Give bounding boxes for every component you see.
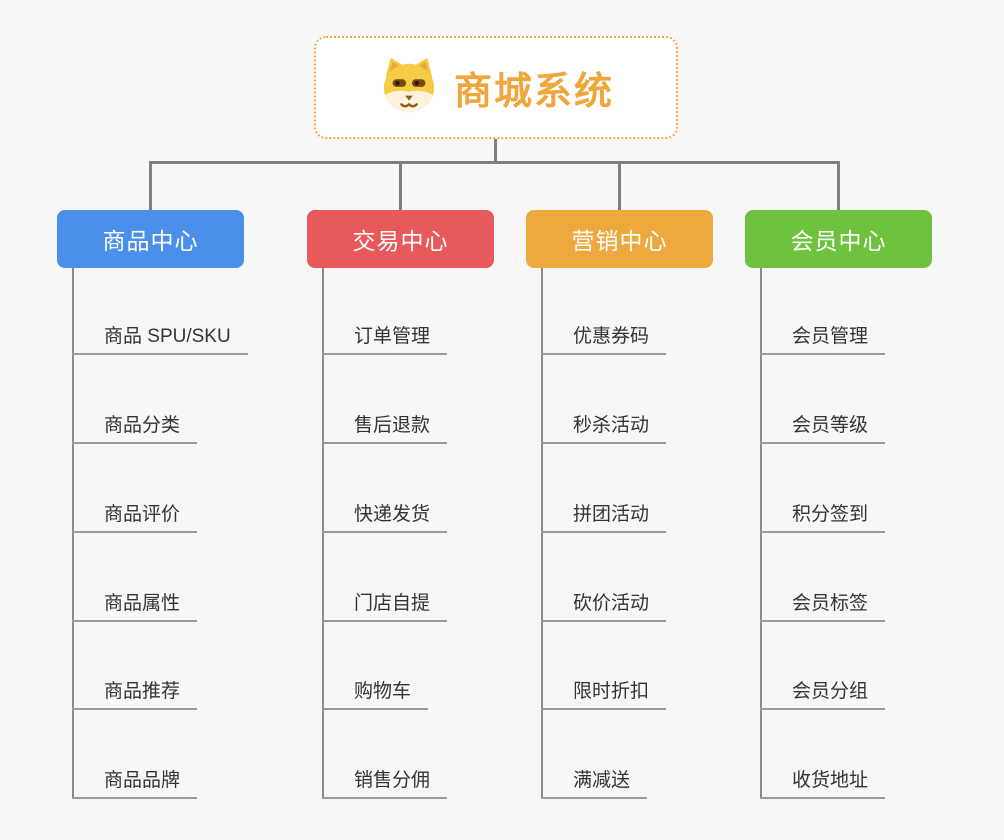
leaf-node[interactable]: 砍价活动 <box>541 584 667 622</box>
leaf-node[interactable]: 会员标签 <box>760 584 886 622</box>
leaf-node[interactable]: 商品 SPU/SKU <box>72 317 248 355</box>
leaf-node[interactable]: 限时折扣 <box>541 672 667 710</box>
connector-root-stub <box>494 139 497 162</box>
leaf-node[interactable]: 门店自提 <box>322 584 448 622</box>
connector-drop-marketing-center <box>618 162 621 210</box>
leaf-node[interactable]: 订单管理 <box>322 317 448 355</box>
branch-column-product-center: 商品 SPU/SKU 商品分类 商品评价 商品属性 商品推荐 商品品牌 <box>72 268 322 799</box>
leaf-node[interactable]: 售后退款 <box>322 406 448 444</box>
root-node[interactable]: 商城系统 <box>314 36 678 139</box>
leaf-node[interactable]: 满减送 <box>541 761 648 799</box>
leaf-node[interactable]: 商品分类 <box>72 406 198 444</box>
leaf-node[interactable]: 商品品牌 <box>72 761 198 799</box>
leaf-node[interactable]: 会员分组 <box>760 672 886 710</box>
leaf-node[interactable]: 收货地址 <box>760 761 886 799</box>
branch-label: 营销中心 <box>571 228 668 254</box>
leaf-node[interactable]: 优惠券码 <box>541 317 667 355</box>
leaf-node[interactable]: 商品属性 <box>72 584 198 622</box>
leaf-node[interactable]: 销售分佣 <box>322 761 448 799</box>
branch-label: 商品中心 <box>102 228 199 254</box>
leaf-node[interactable]: 快递发货 <box>322 495 448 533</box>
branch-node-product-center[interactable]: 商品中心 <box>57 210 244 268</box>
root-title: 商城系统 <box>453 71 614 113</box>
leaf-node[interactable]: 会员管理 <box>760 317 886 355</box>
connector-drop-member-center <box>837 162 840 210</box>
leaf-node[interactable]: 秒杀活动 <box>541 406 667 444</box>
connector-horizontal <box>149 161 840 164</box>
branch-column-trade-center: 订单管理 售后退款 快递发货 门店自提 购物车 销售分佣 <box>322 268 572 799</box>
leaf-node[interactable]: 购物车 <box>322 672 429 710</box>
leaf-node[interactable]: 拼团活动 <box>541 495 667 533</box>
branch-label: 会员中心 <box>790 228 887 254</box>
leaf-node[interactable]: 商品评价 <box>72 495 198 533</box>
connector-drop-trade-center <box>399 162 402 210</box>
branch-node-member-center[interactable]: 会员中心 <box>745 210 932 268</box>
branch-node-trade-center[interactable]: 交易中心 <box>307 210 494 268</box>
branch-node-marketing-center[interactable]: 营销中心 <box>526 210 713 268</box>
leaf-node[interactable]: 积分签到 <box>760 495 886 533</box>
leaf-node[interactable]: 商品推荐 <box>72 672 198 710</box>
branch-label: 交易中心 <box>352 228 449 254</box>
connector-drop-product-center <box>149 162 152 210</box>
branch-column-marketing-center: 优惠券码 秒杀活动 拼团活动 砍价活动 限时折扣 满减送 <box>541 268 791 799</box>
leaf-node[interactable]: 会员等级 <box>760 406 886 444</box>
dog-face-icon <box>378 56 440 119</box>
branch-column-member-center: 会员管理 会员等级 积分签到 会员标签 会员分组 收货地址 <box>760 268 1004 799</box>
